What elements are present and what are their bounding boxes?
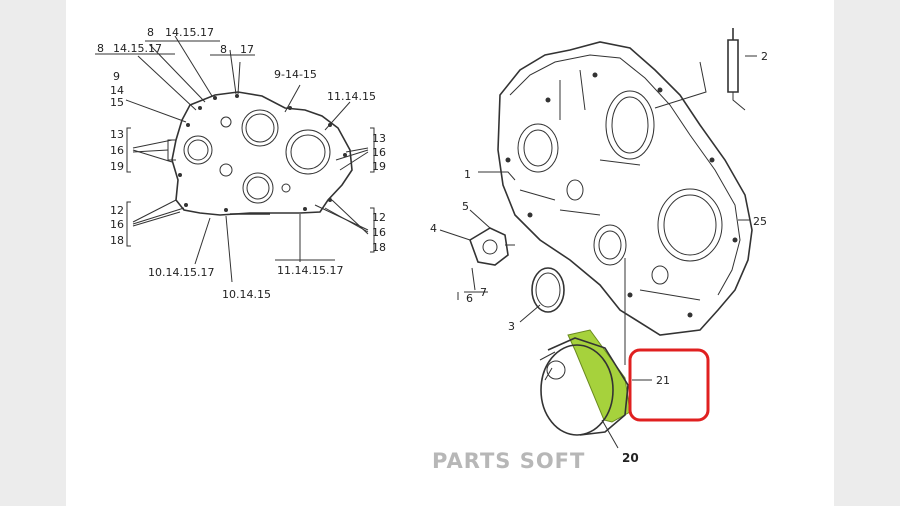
label-part-4: 4 [430, 222, 437, 235]
label-8-top: 8 [147, 26, 154, 39]
label-part-6: 6 [466, 292, 473, 305]
rear-plate-drawing: 8 14.15.17 8 17 8 14.15.17 9 14 15 13 16… [95, 26, 386, 301]
label-part-25: 25 [753, 215, 767, 228]
label-14-15-17-top: 14.15.17 [165, 26, 214, 39]
label-9-14-15: 9-14-15 [274, 68, 317, 81]
label-part-7: 7 [480, 286, 487, 299]
watermark-text: PARTS SOFT [432, 449, 585, 473]
label-8-upper: 8 [220, 43, 227, 56]
label-13-right: 13 [372, 132, 386, 145]
label-11-14-15: 11.14.15 [327, 90, 376, 103]
housing-3d-drawing: 1 2 3 4 5 6 7 20 21 25 [430, 28, 768, 465]
label-14: 14 [110, 84, 124, 97]
part-21-highlight-box[interactable] [628, 348, 710, 422]
label-18-left: 18 [110, 234, 124, 247]
label-15: 15 [110, 96, 124, 109]
label-part-5: 5 [462, 200, 469, 213]
label-18-right: 18 [372, 241, 386, 254]
label-16-right-b: 16 [372, 226, 386, 239]
label-19-left: 19 [110, 160, 124, 173]
label-10-14-15: 10.14.15 [222, 288, 271, 301]
label-part-21: 21 [656, 374, 670, 387]
label-16-left-b: 16 [110, 218, 124, 231]
label-16-right-a: 16 [372, 146, 386, 159]
label-part-1: 1 [464, 168, 471, 181]
label-14-15-17-left: 14.15.17 [113, 42, 162, 55]
right-margin [834, 0, 900, 506]
label-part-20: 20 [622, 451, 639, 465]
diagram-sheet [66, 0, 834, 506]
part-20-gasket-highlight[interactable] [567, 329, 631, 423]
label-12-right: 12 [372, 211, 386, 224]
label-16-left-a: 16 [110, 144, 124, 157]
label-part-2: 2 [761, 50, 768, 63]
label-part-3: 3 [508, 320, 515, 333]
label-9: 9 [113, 70, 120, 83]
label-12-left: 12 [110, 204, 124, 217]
label-10-14-15-17: 10.14.15.17 [148, 266, 214, 279]
label-17-upper: 17 [240, 43, 254, 56]
label-8-left: 8 [97, 42, 104, 55]
label-19-right: 19 [372, 160, 386, 173]
left-margin [0, 0, 66, 506]
label-11-14-15-17: 11.14.15.17 [277, 264, 343, 277]
label-13-left: 13 [110, 128, 124, 141]
